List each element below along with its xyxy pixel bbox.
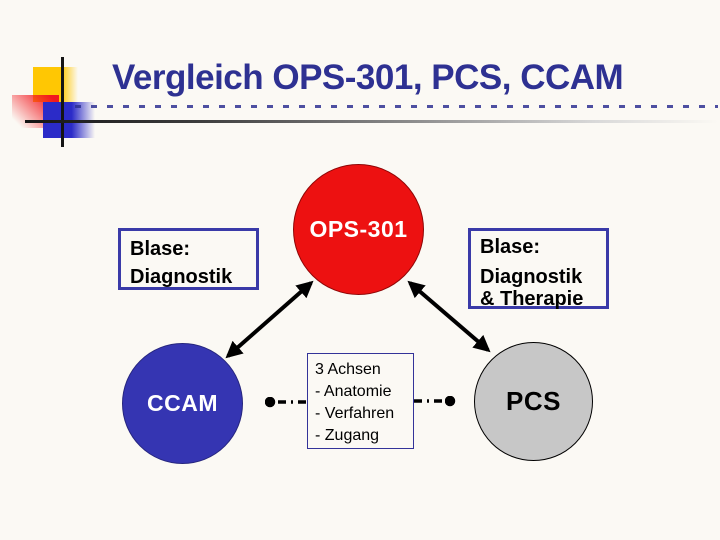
node-ops301-label: OPS-301 bbox=[309, 216, 408, 242]
label-box-ops301-right: Blase: Diagnostik & Therapie bbox=[468, 228, 609, 309]
arrow-ccam-ops bbox=[225, 280, 314, 359]
label-box-ops301-left: Blase: Diagnostik bbox=[118, 228, 259, 290]
right-box-line3: & Therapie bbox=[480, 288, 584, 310]
title-divider-line bbox=[25, 120, 718, 123]
axes-box-line1: 3 Achsen bbox=[315, 361, 381, 378]
node-pcs-circle: PCS bbox=[474, 342, 593, 461]
right-box-line2: Diagnostik bbox=[480, 266, 583, 288]
axes-box-line4: - Zugang bbox=[315, 427, 380, 444]
axes-box-line3: - Verfahren bbox=[315, 405, 395, 422]
left-box-line2: Diagnostik bbox=[130, 266, 233, 288]
right-box-line1: Blase: bbox=[480, 236, 541, 258]
node-ccam-circle: CCAM bbox=[122, 343, 243, 464]
node-ccam-label: CCAM bbox=[147, 390, 218, 416]
axes-box: 3 Achsen - Anatomie - Verfahren - Zugang bbox=[307, 353, 414, 449]
axes-box-line2: - Anatomie bbox=[315, 383, 392, 400]
logo-crosshair-line bbox=[61, 57, 64, 147]
node-ops301-circle: OPS-301 bbox=[293, 164, 424, 295]
title-dotted-underline bbox=[75, 105, 718, 108]
left-box-line1: Blase: bbox=[130, 238, 191, 260]
node-pcs-label: PCS bbox=[506, 386, 561, 416]
slide-title: Vergleich OPS-301, PCS, CCAM bbox=[112, 58, 624, 97]
